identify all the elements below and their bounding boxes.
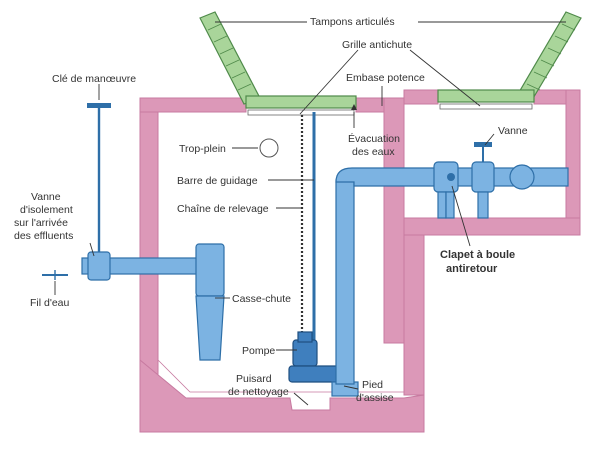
valve-chamber [403,89,581,236]
label-vanne-iso-4: des effluents [14,230,73,242]
gate-valve [471,142,495,219]
main-chamber-top-slab-left [139,97,247,113]
label-clapet-1: Clapet à boule [440,249,515,261]
evacuation-arrow [351,104,357,110]
label-fil: Fil d'eau [30,297,70,309]
main-chamber-top-slab-right [355,97,389,113]
lid-frame-valve [437,89,535,103]
leader-lines [54,21,566,406]
label-vanne: Vanne [498,125,528,137]
label-vanne-iso-3: sur l'arrivée [14,217,68,229]
main-chamber-left-wall [139,97,159,399]
main-chamber-floor [139,358,425,433]
main-chamber-right-wall [403,234,425,396]
hinged-lid-right [517,11,582,101]
label-pied-2: d'assise [356,392,394,404]
label-barre: Barre de guidage [177,175,258,187]
label-chaine: Chaîne de relevage [177,203,269,215]
flow-meter [509,164,535,190]
drop-pipe [195,243,225,361]
valve-chamber-top-slab-left [403,89,439,105]
inlet-pipe [81,103,213,281]
valve-chamber-right-wall [565,89,581,231]
ball-check-valve [433,161,459,219]
label-pied-1: Pied [362,379,383,391]
label-evacuation-1: Évacuation [348,132,400,145]
valve-chamber-floor [403,217,581,236]
anti-fall-grid-valve [439,103,533,110]
label-clapet-2: antiretour [446,263,498,275]
water-line-marker [42,270,68,280]
lid-frame-main [245,95,357,109]
label-tampons: Tampons articulés [310,16,395,28]
hinged-lid-left [199,11,261,105]
label-puisard-2: de nettoyage [228,386,289,398]
label-vanne-iso-1: Vanne [31,191,61,203]
label-vanne-iso-2: d'isolement [20,204,73,216]
label-grille: Grille antichute [342,39,412,51]
label-embase: Embase potence [346,72,425,84]
overflow-hole [259,138,279,158]
label-cle: Clé de manœuvre [52,73,136,85]
pump [288,331,342,383]
label-evacuation-2: des eaux [352,146,395,158]
label-pompe: Pompe [242,345,275,357]
label-casse: Casse-chute [232,293,291,305]
label-puisard-1: Puisard [236,373,272,385]
label-trop-plein: Trop-plein [179,143,226,155]
